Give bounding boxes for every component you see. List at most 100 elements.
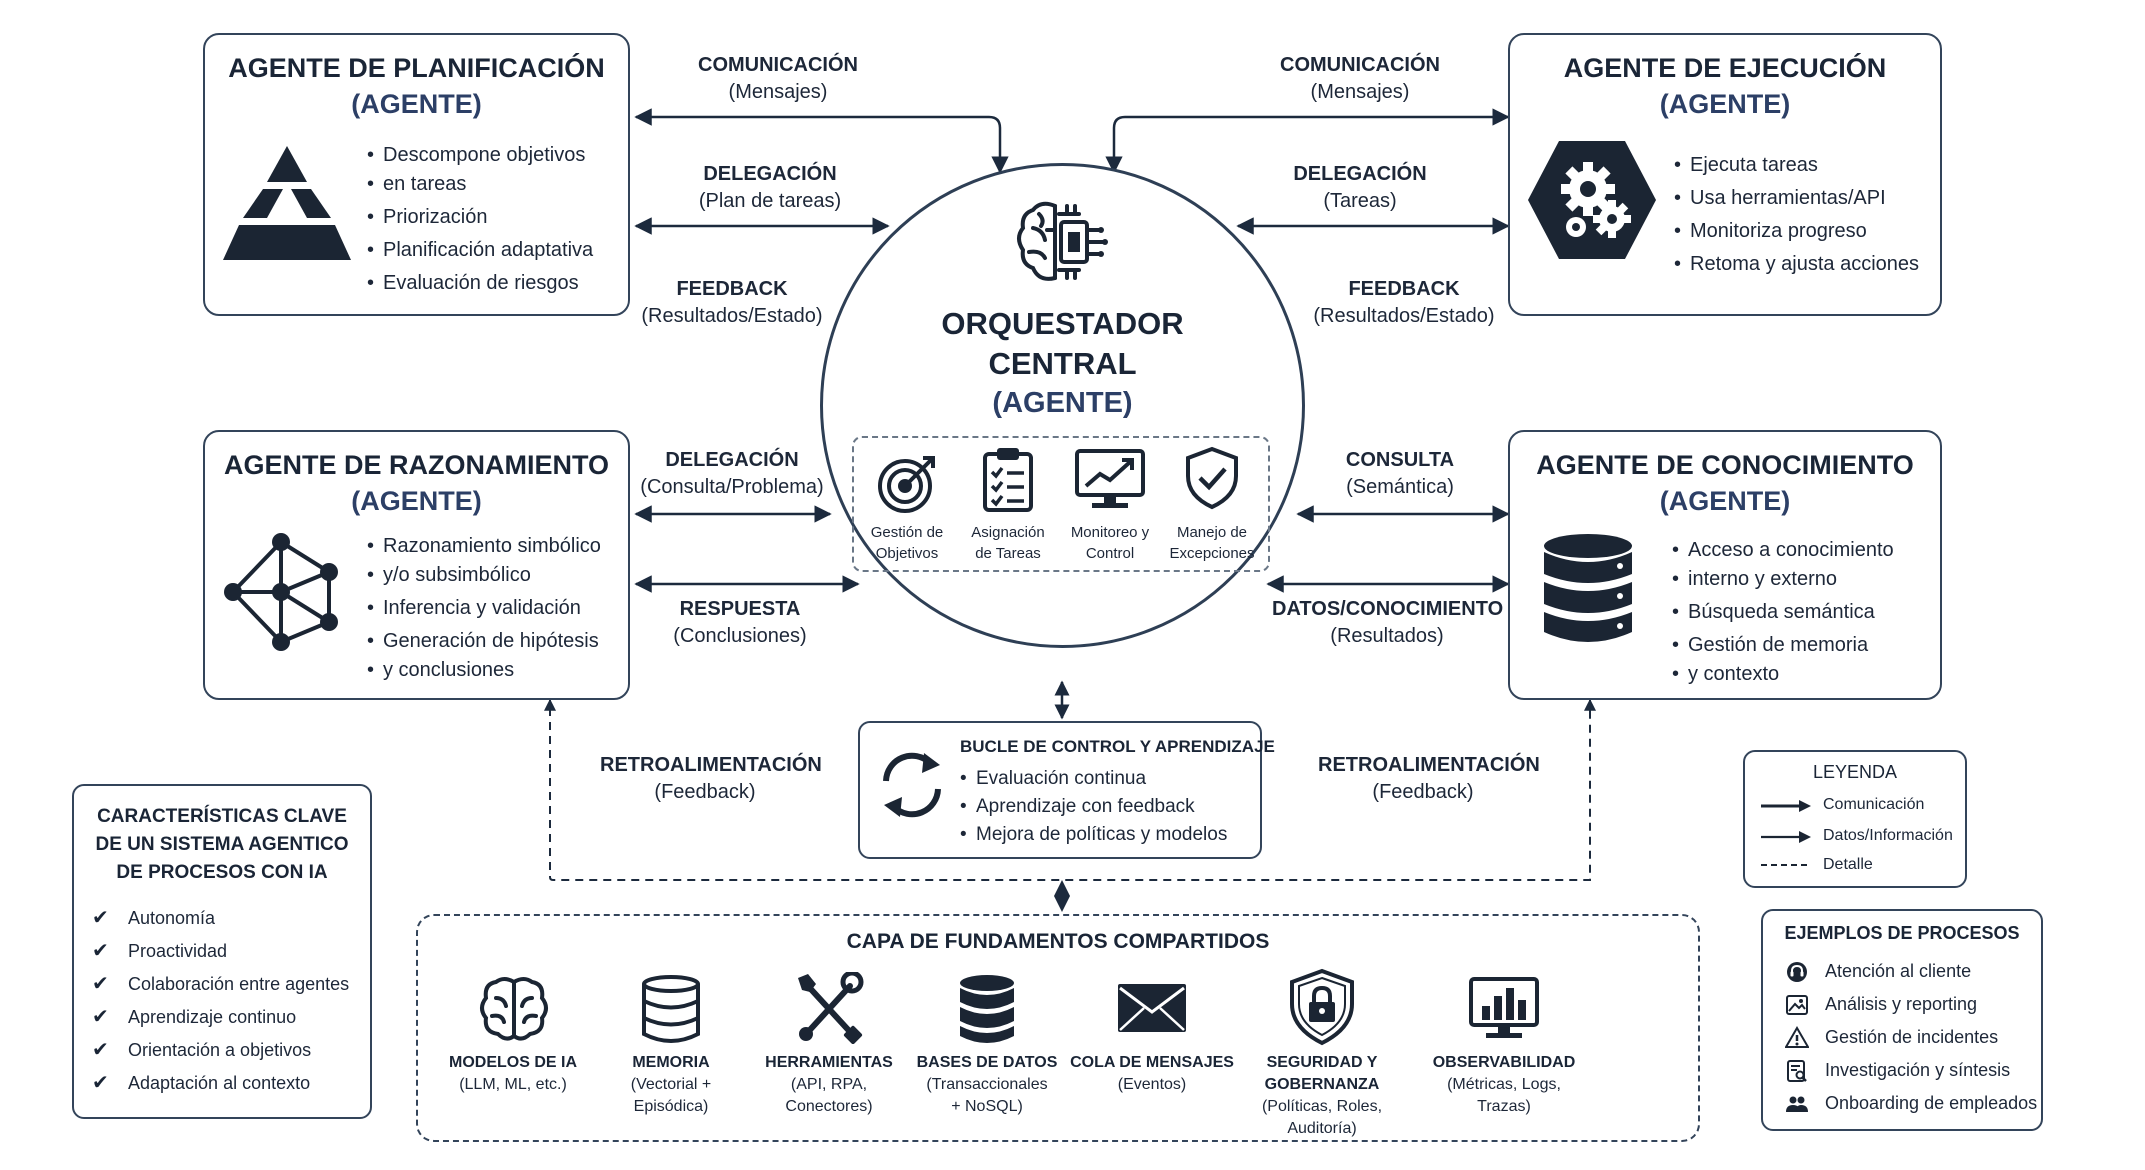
legend-card: LEYENDA Comunicación Datos/Información D… xyxy=(1743,750,1967,888)
gears-hexagon-icon xyxy=(1528,141,1656,259)
bullet: Búsqueda semántica xyxy=(1672,598,1894,627)
bullet: Usa herramientas/API xyxy=(1674,184,1919,213)
planning-agent-card: AGENTE DE PLANIFICACIÓN (AGENTE) Descomp… xyxy=(203,33,630,316)
example-label: Investigación y síntesis xyxy=(1825,1060,2011,1080)
people-icon xyxy=(1786,1096,1808,1112)
check-icon: ✔ xyxy=(92,973,109,995)
feature-item: ✔Orientación a objetivos xyxy=(92,1034,349,1067)
diamond-connector xyxy=(1054,880,1070,912)
planning-agent-bullets: Descompone objetivos en tareas Priorizac… xyxy=(367,141,593,298)
flow-title: DATOS/CONOCIMIENTO xyxy=(1272,598,1504,620)
key-features-title-line2: DE UN SISTEMA AGENTICO xyxy=(95,834,349,855)
flow-label-knowledge-query: CONSULTA (Semántica) xyxy=(1320,447,1480,501)
bullet: y/o subsimbólico xyxy=(367,561,601,590)
flow-title: RETROALIMENTACIÓN xyxy=(1318,754,1540,776)
cycle-arrows-icon xyxy=(883,752,941,818)
feature-label: Autonomía xyxy=(128,908,216,928)
foundations-title: CAPA DE FUNDAMENTOS COMPARTIDOS xyxy=(846,930,1270,953)
flow-subtitle: (Resultados) xyxy=(1330,625,1444,647)
feature-label: Proactividad xyxy=(128,941,228,961)
legend-label: Comunicación xyxy=(1823,796,1925,813)
flow-label-reasoning-delegation: DELEGACIÓN (Consulta/Problema) xyxy=(640,447,824,501)
foundation-desc: (Eventos) xyxy=(1117,1076,1187,1093)
function-label-line1: Manejo de xyxy=(1176,524,1248,541)
orchestrator-title-line2: CENTRAL xyxy=(988,346,1137,381)
foundation-title: MODELOS DE IA xyxy=(448,1054,577,1071)
flow-subtitle: (Resultados/Estado) xyxy=(1313,305,1495,327)
planning-agent-subtitle: (AGENTE) xyxy=(351,89,482,119)
brain-chip-icon xyxy=(1017,201,1108,281)
bullet: Planificación adaptativa xyxy=(367,236,593,265)
feature-item: ✔Aprendizaje continuo xyxy=(92,1001,349,1034)
bullet: Generación de hipótesis xyxy=(367,627,601,656)
example-label: Gestión de incidentes xyxy=(1825,1027,1999,1047)
bullet: en tareas xyxy=(367,170,593,199)
foundation-title: BASES DE DATOS xyxy=(916,1054,1058,1071)
bullet: Mejora de políticas y modelos xyxy=(960,821,1227,849)
bullet: Evaluación continua xyxy=(960,765,1227,793)
foundation-desc: (API, RPA, xyxy=(790,1076,868,1093)
feature-label: Adaptación al contexto xyxy=(128,1073,311,1093)
monitor-bars-icon xyxy=(1469,977,1539,1038)
foundation-title: HERRAMIENTAS xyxy=(765,1054,893,1071)
headset-icon xyxy=(1787,962,1807,982)
flow-title: FEEDBACK xyxy=(676,278,788,300)
reasoning-agent-title: AGENTE DE RAZONAMIENTO xyxy=(223,450,609,480)
feature-item: ✔ Proactividad xyxy=(92,935,349,968)
pyramid-icon xyxy=(223,146,351,260)
flow-subtitle: (Feedback) xyxy=(654,781,756,803)
feature-label: Orientación a objetivos xyxy=(128,1040,312,1060)
foundation-title: GOBERNANZA xyxy=(1264,1076,1380,1093)
legend-dashed-line xyxy=(1761,864,1807,866)
clipboard-checklist-icon xyxy=(983,448,1033,512)
foundation-title: SEGURIDAD Y xyxy=(1266,1054,1378,1071)
foundation-desc: (Transaccionales xyxy=(926,1076,1048,1093)
flow-subtitle: (Tareas) xyxy=(1323,190,1397,212)
example-label: Atención al cliente xyxy=(1825,961,1972,981)
database-solid-icon xyxy=(960,975,1014,1043)
flow-title: COMUNICACIÓN xyxy=(1280,54,1440,76)
legend-arrow-bold xyxy=(1761,800,1811,812)
bullet: Descompone objetivos xyxy=(367,141,593,170)
flow-label-execution-delegation: DELEGACIÓN (Tareas) xyxy=(1260,161,1460,215)
bullet: y conclusiones xyxy=(367,656,601,685)
example-item: Atención al cliente xyxy=(1785,955,2037,988)
function-label-line1: Monitoreo y xyxy=(1070,524,1150,541)
function-label-line2: Objetivos xyxy=(875,545,939,562)
flow-subtitle: (Consulta/Problema) xyxy=(640,476,824,498)
flow-label-reasoning-response: RESPUESTA (Conclusiones) xyxy=(650,596,830,650)
envelope-icon xyxy=(1118,984,1186,1032)
foundation-desc: Auditoría) xyxy=(1287,1120,1357,1137)
foundation-desc: (Métricas, Logs, xyxy=(1447,1076,1561,1093)
foundation-desc: Conectores) xyxy=(785,1098,873,1115)
key-features-title-line1: CARACTERÍSTICAS CLAVE xyxy=(97,806,347,827)
flow-title: CONSULTA xyxy=(1345,449,1455,471)
control-loop-card: BUCLE DE CONTROL Y APRENDIZAJE Evaluació… xyxy=(858,721,1275,859)
foundation-desc: (Políticas, Roles, xyxy=(1261,1098,1383,1115)
wrench-screwdriver-icon xyxy=(798,972,864,1044)
flow-label-retro-left: RETROALIMENTACIÓN (Feedback) xyxy=(600,752,822,806)
foundation-desc: + NoSQL) xyxy=(951,1098,1023,1115)
reasoning-agent-card: AGENTE DE RAZONAMIENTO (AGENTE) Razonami… xyxy=(203,430,630,700)
check-icon: ✔ xyxy=(92,1072,109,1094)
check-icon: ✔ xyxy=(92,940,109,962)
flow-label-retro-right: RETROALIMENTACIÓN (Feedback) xyxy=(1318,752,1540,806)
feature-item: ✔ Autonomía xyxy=(92,902,349,935)
knowledge-agent-title: AGENTE DE CONOCIMIENTO xyxy=(1536,450,1914,480)
process-examples-title: EJEMPLOS DE PROCESOS xyxy=(1784,923,2020,943)
legend-title: LEYENDA xyxy=(1812,762,1898,782)
orchestrator-title-line1: ORQUESTADOR xyxy=(941,306,1184,341)
check-icon: ✔ xyxy=(92,907,109,929)
example-item: Análisis y reporting xyxy=(1785,988,2037,1021)
example-item: Onboarding de empleados xyxy=(1785,1087,2037,1120)
flow-subtitle: (Mensajes) xyxy=(1310,81,1410,103)
shared-foundations-layer: CAPA DE FUNDAMENTOS COMPARTIDOS MODELOS … xyxy=(416,914,1700,1142)
flow-title: COMUNICACIÓN xyxy=(698,54,858,76)
database-stack-icon xyxy=(642,975,700,1043)
execution-agent-card: AGENTE DE EJECUCIÓN (AGENTE) xyxy=(1508,33,1942,316)
